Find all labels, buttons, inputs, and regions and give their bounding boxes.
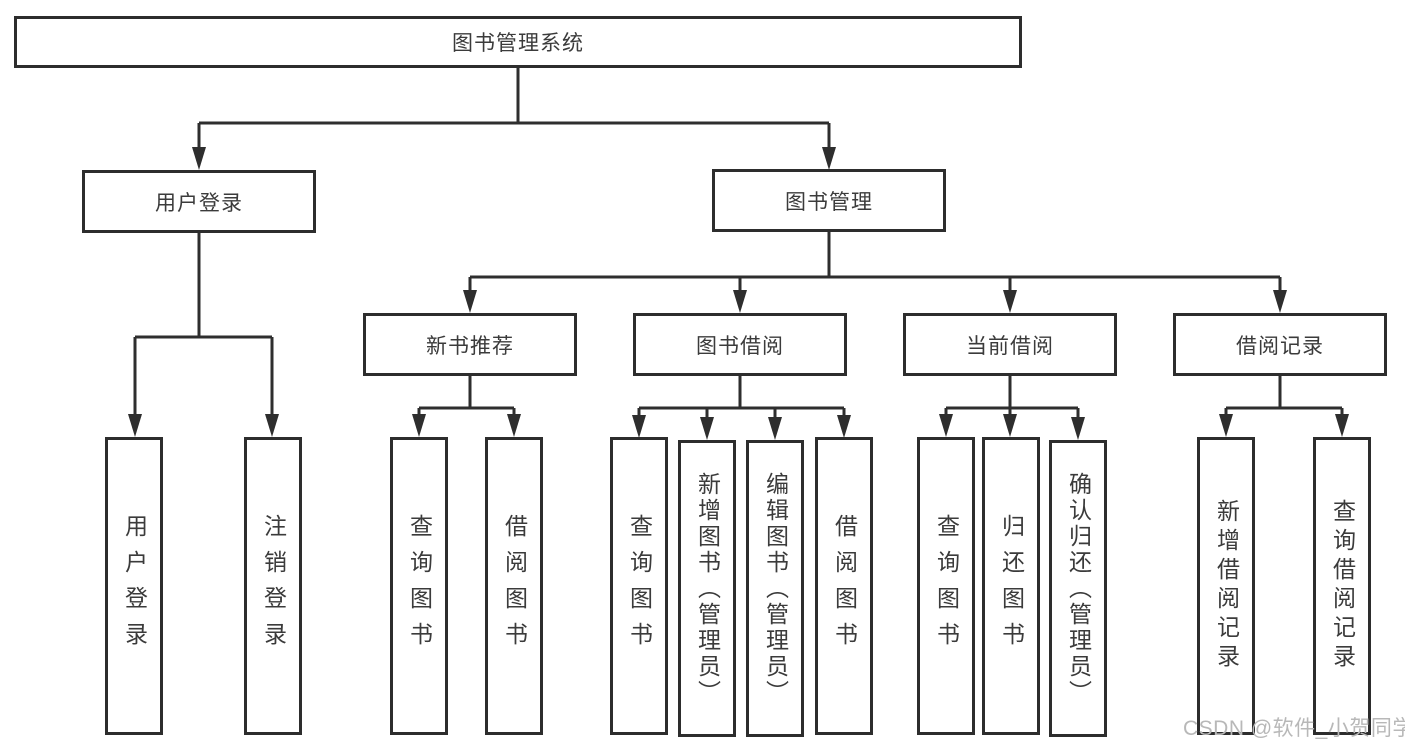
leaf-query-borrow-record-label: 查询借阅记录: [1329, 499, 1356, 673]
leaf-query-books-recommend: 查询图书: [390, 437, 448, 735]
leaf-borrow-books-label: 借阅图书: [831, 514, 858, 658]
leaf-return-books-label: 归还图书: [998, 514, 1025, 658]
leaf-query-borrow-record: 查询借阅记录: [1313, 437, 1371, 735]
leaf-add-books-admin-label: 新增图书（管理员）: [694, 471, 721, 706]
leaf-add-books-admin: 新增图书（管理员）: [678, 440, 736, 737]
leaf-borrow-books-recommend-label: 借阅图书: [501, 514, 528, 658]
node-new-book-recommendation-label: 新书推荐: [426, 334, 514, 358]
node-book-management-label: 图书管理: [785, 190, 873, 214]
leaf-confirm-return-admin: 确认归还（管理员）: [1049, 440, 1107, 737]
leaf-query-books-current-label: 查询图书: [933, 514, 960, 658]
leaf-logout-label: 注销登录: [260, 514, 287, 658]
leaf-query-books-recommend-label: 查询图书: [406, 514, 433, 658]
node-root: 图书管理系统: [14, 16, 1022, 68]
leaf-add-borrow-record-label: 新增借阅记录: [1213, 499, 1240, 673]
leaf-user-login-label: 用户登录: [121, 514, 148, 658]
leaf-query-books-current: 查询图书: [917, 437, 975, 735]
leaf-query-books-borrow-label: 查询图书: [626, 514, 653, 658]
node-root-label: 图书管理系统: [452, 32, 584, 55]
leaf-confirm-return-admin-label: 确认归还（管理员）: [1065, 471, 1092, 706]
node-borrowing-records-label: 借阅记录: [1236, 334, 1324, 358]
node-current-borrowing-label: 当前借阅: [966, 334, 1054, 358]
leaf-query-books-borrow: 查询图书: [610, 437, 668, 735]
leaf-user-login: 用户登录: [105, 437, 163, 735]
node-book-borrowing: 图书借阅: [633, 313, 847, 376]
leaf-edit-books-admin: 编辑图书（管理员）: [746, 440, 804, 737]
leaf-borrow-books: 借阅图书: [815, 437, 873, 735]
node-book-management: 图书管理: [712, 169, 946, 232]
node-new-book-recommendation: 新书推荐: [363, 313, 577, 376]
leaf-return-books: 归还图书: [982, 437, 1040, 735]
csdn-watermark: CSDN @软件_小贺同学: [1183, 717, 1405, 740]
leaf-logout: 注销登录: [244, 437, 302, 735]
leaf-add-borrow-record: 新增借阅记录: [1197, 437, 1255, 735]
node-user-login: 用户登录: [82, 170, 316, 233]
node-current-borrowing: 当前借阅: [903, 313, 1117, 376]
leaf-borrow-books-recommend: 借阅图书: [485, 437, 543, 735]
node-book-borrowing-label: 图书借阅: [696, 334, 784, 358]
node-user-login-label: 用户登录: [155, 191, 243, 215]
leaf-edit-books-admin-label: 编辑图书（管理员）: [762, 471, 789, 706]
node-borrowing-records: 借阅记录: [1173, 313, 1387, 376]
